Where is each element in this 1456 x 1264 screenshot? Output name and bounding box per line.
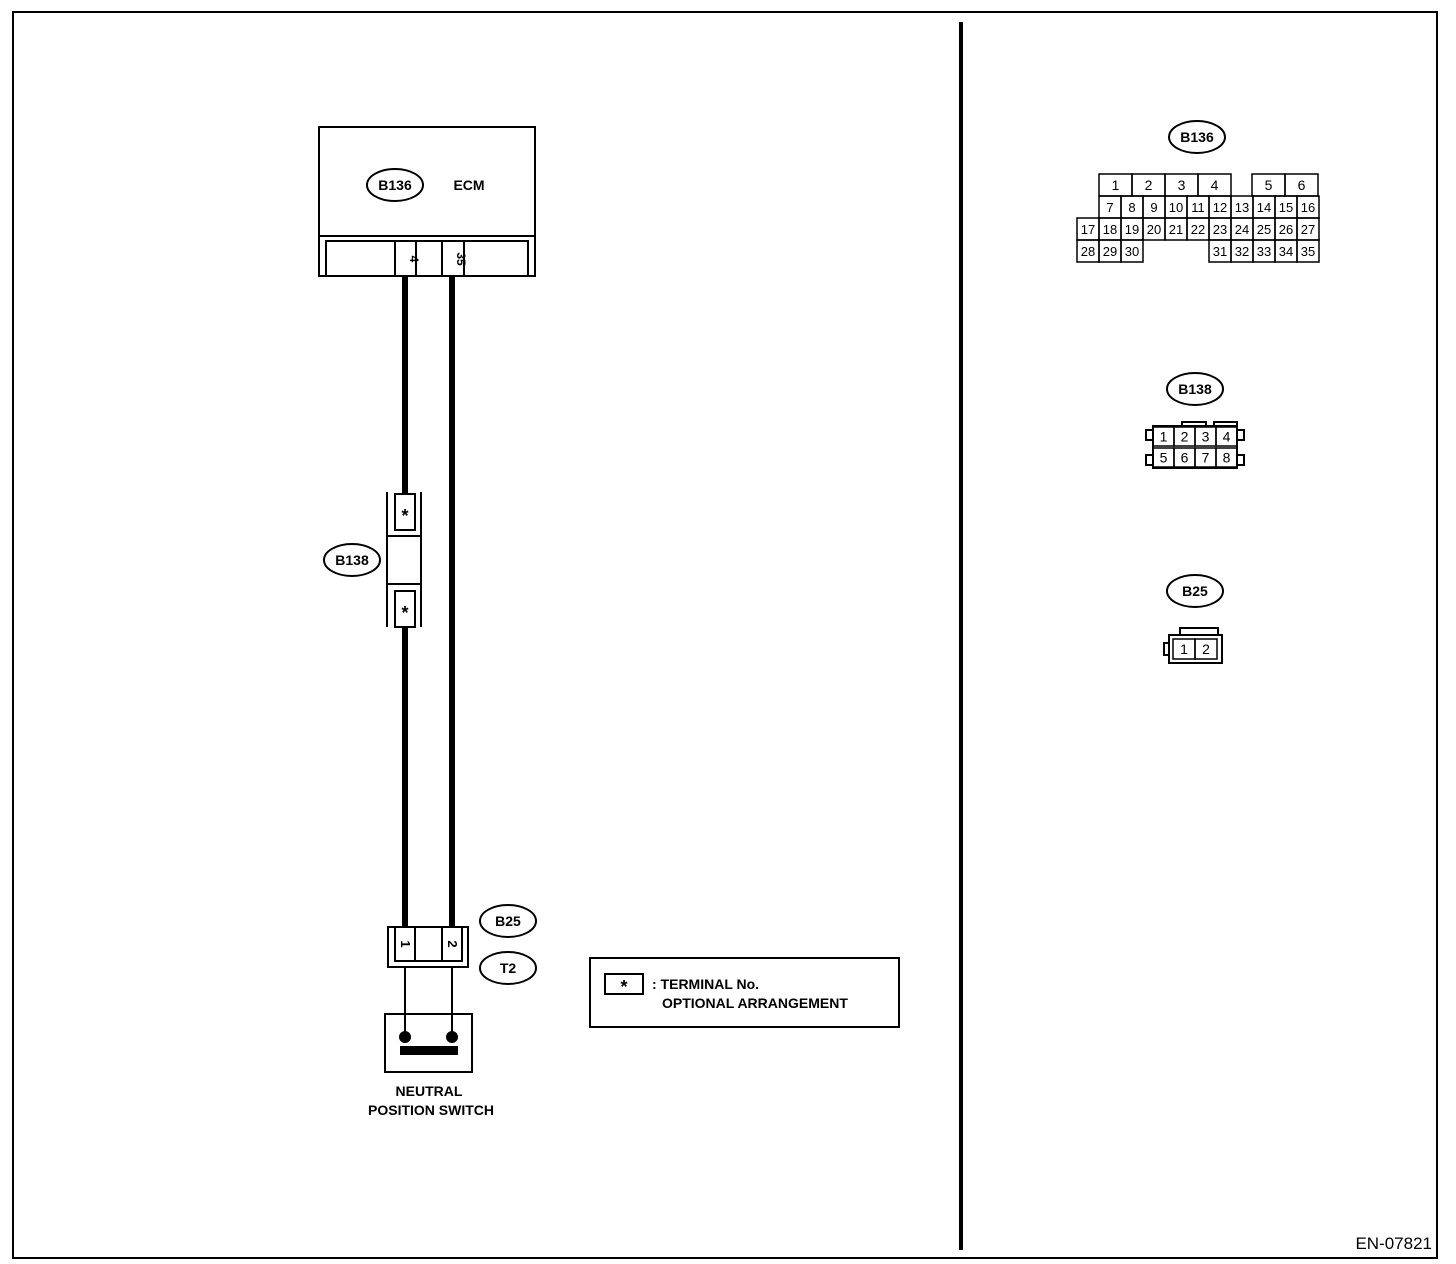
b136-pin-28: 28 <box>1081 244 1095 259</box>
b136-pin-9: 9 <box>1150 200 1157 215</box>
b25-pin-1: 1 <box>1180 641 1188 657</box>
t2-badge <box>479 951 537 985</box>
b138-pin-1: 1 <box>1160 429 1168 445</box>
b136-pin-5: 5 <box>1265 177 1273 193</box>
b136-pin-30-cell <box>1120 239 1144 263</box>
b138-label: B138 <box>335 552 369 568</box>
b136-pin-35-cell <box>1296 239 1320 263</box>
b25-view-label: B25 <box>1182 583 1208 599</box>
b136-pin-2: 2 <box>1145 177 1153 193</box>
b136-pin-6: 6 <box>1298 177 1306 193</box>
b136-pin-7: 7 <box>1106 200 1113 215</box>
b138-terminal-mark-upper: * <box>401 506 408 526</box>
ecm-block: B136 ECM 4 35 <box>318 126 536 277</box>
b136-pin-8: 8 <box>1128 200 1135 215</box>
b136-pin-27: 27 <box>1301 222 1315 237</box>
ecm-terminal-35: 35 <box>454 252 468 266</box>
b25-terminal-2: 2 <box>445 940 460 947</box>
b138-pin-3: 3 <box>1202 429 1210 445</box>
legend-box: * : TERMINAL No. OPTIONAL ARRANGEMENT <box>589 957 900 1028</box>
b136-pin-31: 31 <box>1213 244 1227 259</box>
b138-view-label: B138 <box>1178 381 1212 397</box>
switch-label-line2: POSITION SWITCH <box>368 1102 494 1118</box>
b138-pin-6: 6 <box>1181 450 1189 466</box>
b138-pin-4-cell <box>1215 426 1238 447</box>
ecm-connector-badge <box>366 168 424 202</box>
b136-pin-32: 32 <box>1235 244 1249 259</box>
b136-pin-21: 21 <box>1169 222 1183 237</box>
t2-label: T2 <box>500 960 517 976</box>
b138-connector: * * B138 <box>323 492 422 628</box>
b136-pin-23: 23 <box>1213 222 1227 237</box>
b136-pin-18: 18 <box>1103 222 1117 237</box>
b136-pin-25: 25 <box>1257 222 1271 237</box>
b25-label: B25 <box>495 913 521 929</box>
b136-pin-15: 15 <box>1279 200 1293 215</box>
legend-line2: OPTIONAL ARRANGEMENT <box>662 995 848 1011</box>
switch-label-line1: NEUTRAL <box>396 1083 463 1099</box>
neutral-position-switch: NEUTRAL POSITION SWITCH <box>368 967 494 1118</box>
b138-pin-4: 4 <box>1223 429 1231 445</box>
b136-pin-12: 12 <box>1213 200 1227 215</box>
b25-connector: 1 2 B25 T2 <box>387 904 537 985</box>
b136-pin-29: 29 <box>1103 244 1117 259</box>
wires <box>402 276 455 929</box>
b25-pin-2: 2 <box>1202 641 1210 657</box>
b136-pin-24: 24 <box>1235 222 1249 237</box>
outer-frame <box>12 11 1438 1259</box>
b136-pin-10: 10 <box>1169 200 1183 215</box>
b136-pin-13: 13 <box>1235 200 1249 215</box>
b138-pin-7: 7 <box>1202 450 1210 466</box>
b136-pin-20: 20 <box>1147 222 1161 237</box>
b136-pin-16: 16 <box>1301 200 1315 215</box>
b136-pin-17: 17 <box>1081 222 1095 237</box>
b138-badge <box>323 543 381 577</box>
b136-pin-30: 30 <box>1125 244 1139 259</box>
ecm-label: ECM <box>453 177 484 193</box>
b136-pin-1: 1 <box>1112 177 1120 193</box>
ecm-terminal-4: 4 <box>407 256 421 263</box>
b138-pin-2: 2 <box>1181 429 1189 445</box>
b136-pin-14: 14 <box>1257 200 1271 215</box>
b25-pin-2-cell <box>1194 638 1218 660</box>
b25-badge <box>479 904 537 938</box>
ecm-connector-label: B136 <box>378 177 412 193</box>
b138-terminal-mark-lower: * <box>401 603 408 623</box>
b138-pin-8-cell <box>1215 447 1238 468</box>
diagram-id: EN-07821 <box>1355 1234 1432 1253</box>
b136-pin-11: 11 <box>1191 200 1205 215</box>
legend-symbol: * <box>620 977 627 997</box>
b136-pin-34: 34 <box>1279 244 1293 259</box>
b138-pin-5: 5 <box>1160 450 1168 466</box>
b136-pin-22: 22 <box>1191 222 1205 237</box>
b136-pin-3: 3 <box>1178 177 1186 193</box>
b136-pin-35: 35 <box>1301 244 1315 259</box>
b25-terminal-1: 1 <box>398 940 413 947</box>
b136-view-label: B136 <box>1180 129 1214 145</box>
b136-pin-33: 33 <box>1257 244 1271 259</box>
b138-pin-8: 8 <box>1223 450 1231 466</box>
b136-pin-26: 26 <box>1279 222 1293 237</box>
legend-line1: : TERMINAL No. <box>652 976 759 992</box>
b136-pin-4: 4 <box>1211 177 1219 193</box>
b136-pin-19: 19 <box>1125 222 1139 237</box>
